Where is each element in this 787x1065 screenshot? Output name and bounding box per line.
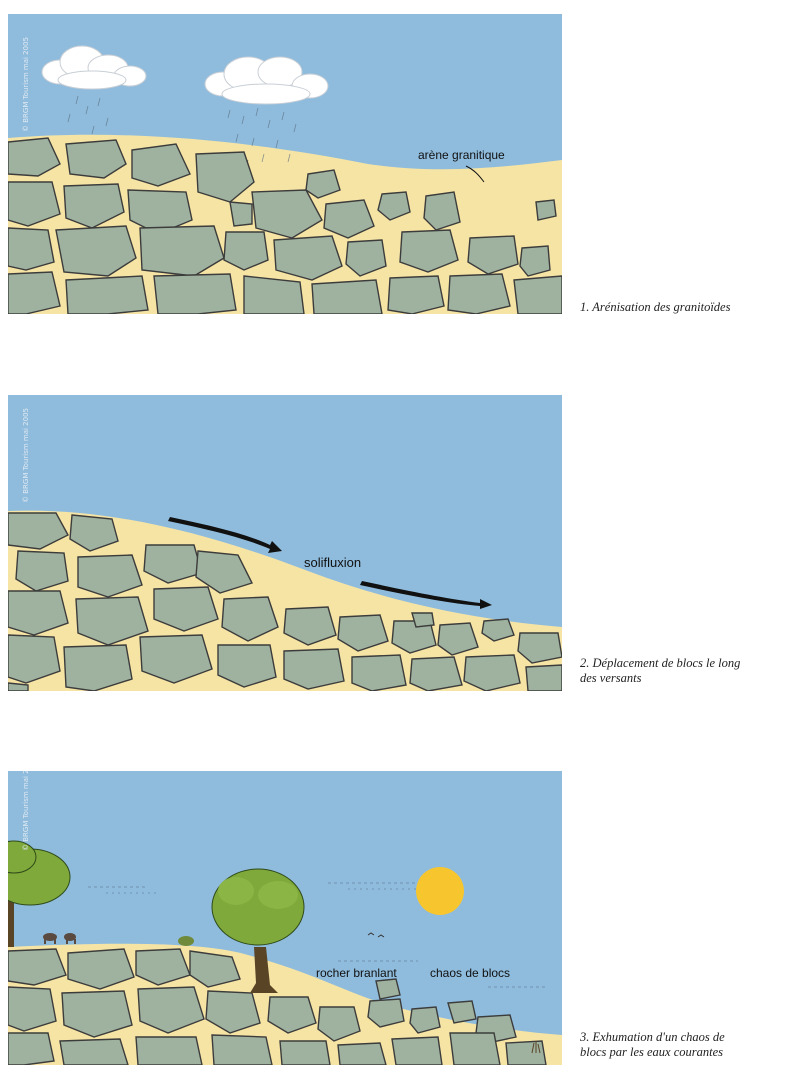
chaos-de-blocs-label: chaos de blocs	[430, 966, 510, 980]
panel-3-credit: © BRGM Tourism mai 2005	[22, 771, 30, 851]
panel-arenisation: arène granitique © BRGM Tourism mai 2005	[8, 14, 562, 314]
caption-exhumation-line1: 3. Exhumation d'un chaos de	[580, 1030, 780, 1045]
arene-granitique-label: arène granitique	[418, 148, 505, 162]
panel-2-credit: © BRGM Tourism mai 2005	[22, 408, 30, 503]
rocher-branlant-label: rocher branlant	[316, 966, 397, 980]
rocher-branlant-block	[376, 979, 400, 999]
panel-1-credit: © BRGM Tourism mai 2005	[22, 37, 30, 132]
arenisation-illustration: arène granitique	[8, 14, 562, 314]
label-rocher-branlant: rocher branlant	[316, 966, 397, 980]
solifluxion-illustration: solifluxion	[8, 395, 562, 691]
solifluxion-label: solifluxion	[304, 555, 361, 570]
caption-exhumation-line2: blocs par les eaux courantes	[580, 1045, 780, 1060]
caption-deplacement-line1: 2. Déplacement de blocs le long	[580, 656, 780, 671]
panel-solifluxion: solifluxion © BRGM Tourism mai 2005	[8, 395, 562, 691]
caption-arenisation: 1. Arénisation des granitoïdes	[580, 300, 780, 315]
label-chaos-de-blocs: chaos de blocs	[430, 966, 510, 980]
caption-deplacement: 2. Déplacement de blocs le long des vers…	[580, 656, 780, 686]
panel-exhumation: rocher branlant chaos de blocs © BRGM To…	[8, 771, 562, 1065]
caption-deplacement-line2: des versants	[580, 671, 780, 686]
sun	[416, 867, 464, 915]
caption-exhumation: 3. Exhumation d'un chaos de blocs par le…	[580, 1030, 780, 1060]
exhumation-illustration: rocher branlant chaos de blocs	[8, 771, 562, 1065]
